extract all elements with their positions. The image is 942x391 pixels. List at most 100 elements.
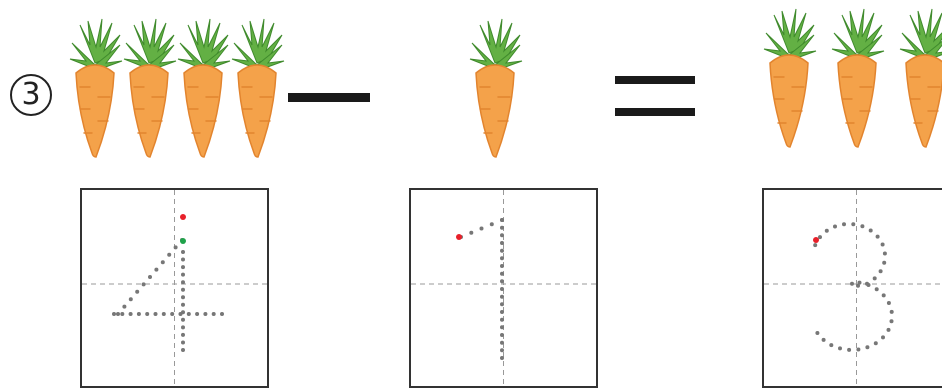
- carrot-icon: [177, 18, 231, 158]
- start-dot: [813, 237, 819, 243]
- trace-dot: [153, 312, 158, 316]
- carrot-icon: [174, 15, 232, 165]
- trace-dot: [500, 317, 504, 322]
- trace-dot: [489, 222, 494, 227]
- trace-dot: [211, 312, 216, 316]
- trace-dot: [882, 260, 887, 265]
- carrot-icon: [69, 18, 123, 158]
- trace-dot: [886, 301, 891, 305]
- trace-dot: [872, 276, 877, 281]
- carrot-group-minuend: [66, 15, 286, 160]
- trace-dot: [824, 228, 829, 233]
- carrot-icon: [828, 5, 886, 155]
- trace-dot: [865, 345, 870, 350]
- trace-dot: [500, 302, 504, 307]
- carrot-group-subtrahend: [466, 15, 530, 160]
- trace-dot: [181, 287, 185, 292]
- trace-dot: [161, 312, 166, 316]
- trace-dot: [889, 309, 894, 314]
- tracing-box-1[interactable]: [409, 188, 598, 388]
- trace-dot: [122, 304, 127, 309]
- trace-dot: [866, 283, 871, 287]
- trace-dot: [873, 341, 878, 346]
- trace-dot: [813, 243, 818, 248]
- trace-dot: [856, 347, 861, 352]
- trace-dot: [135, 289, 140, 294]
- trace-dot: [173, 245, 178, 250]
- trace-dot: [181, 280, 185, 285]
- trace-dot: [500, 264, 504, 268]
- trace-dot: [851, 222, 856, 227]
- trace-dot: [874, 287, 879, 292]
- trace-dot: [220, 312, 224, 316]
- trace-dot: [847, 347, 852, 352]
- trace-dot: [875, 234, 880, 239]
- trace-dot: [181, 265, 185, 270]
- carrot-icon: [899, 8, 942, 148]
- carrot-icon: [760, 5, 818, 155]
- trace-dot: [818, 235, 822, 240]
- trace-dot: [500, 356, 504, 360]
- start-dot: [456, 234, 462, 240]
- carrot-icon: [123, 18, 177, 158]
- trace-dot: [500, 287, 504, 291]
- trace-dot: [500, 348, 504, 353]
- carrot-icon: [831, 8, 885, 148]
- tracing-box-4[interactable]: [80, 188, 269, 388]
- trace-dot: [500, 218, 504, 222]
- carrot-icon: [466, 15, 524, 165]
- trace-dot: [112, 312, 116, 316]
- trace-dot: [136, 312, 141, 316]
- problem-number-text: 3: [21, 77, 41, 112]
- trace-dot: [868, 228, 873, 233]
- trace-dot: [120, 312, 125, 316]
- carrot-group-result: [760, 5, 942, 150]
- trace-dot: [116, 312, 120, 316]
- trace-dot: [878, 269, 883, 274]
- trace-dot: [500, 241, 504, 245]
- trace-dot: [838, 346, 842, 351]
- trace-dot: [181, 302, 185, 307]
- trace-dot: [829, 343, 834, 348]
- trace-dot: [145, 312, 150, 316]
- trace-dot: [186, 312, 191, 316]
- trace-dot: [882, 251, 887, 256]
- trace-dot: [148, 275, 152, 279]
- trace-dot: [500, 325, 504, 330]
- start-dot: [180, 214, 186, 220]
- digit-4-tracing: [82, 190, 267, 386]
- trace-dot: [500, 333, 504, 337]
- trace-dot: [128, 312, 133, 316]
- trace-dot: [128, 297, 133, 302]
- trace-dot: [479, 226, 484, 231]
- trace-dot: [167, 252, 172, 257]
- tracing-box-3[interactable]: [762, 188, 942, 388]
- trace-dot: [203, 312, 208, 316]
- trace-dot: [181, 250, 185, 254]
- digit-3-tracing: [764, 190, 942, 386]
- trace-dot: [181, 340, 185, 345]
- trace-dot: [500, 340, 504, 345]
- trace-dot: [889, 319, 894, 324]
- carrot-icon: [231, 18, 285, 158]
- trace-dot: [500, 271, 504, 276]
- carrot-icon: [66, 15, 124, 165]
- trace-dot: [170, 312, 175, 316]
- trace-dot: [860, 224, 865, 229]
- trace-dot: [181, 272, 185, 277]
- trace-dot: [821, 337, 826, 342]
- trace-dot: [500, 233, 504, 238]
- trace-dot: [881, 335, 885, 340]
- trace-dot: [500, 225, 504, 230]
- trace-dot: [500, 310, 504, 314]
- circle-number-icon: [10, 74, 52, 116]
- trace-dot: [181, 317, 185, 322]
- minus-sign-icon: [288, 93, 370, 102]
- trace-dot: [195, 312, 200, 316]
- carrot-icon: [896, 5, 942, 155]
- carrot-icon: [763, 8, 817, 148]
- trace-dot: [181, 310, 185, 315]
- trace-dot: [469, 230, 474, 235]
- trace-dot: [842, 222, 846, 227]
- carrot-icon: [120, 15, 178, 165]
